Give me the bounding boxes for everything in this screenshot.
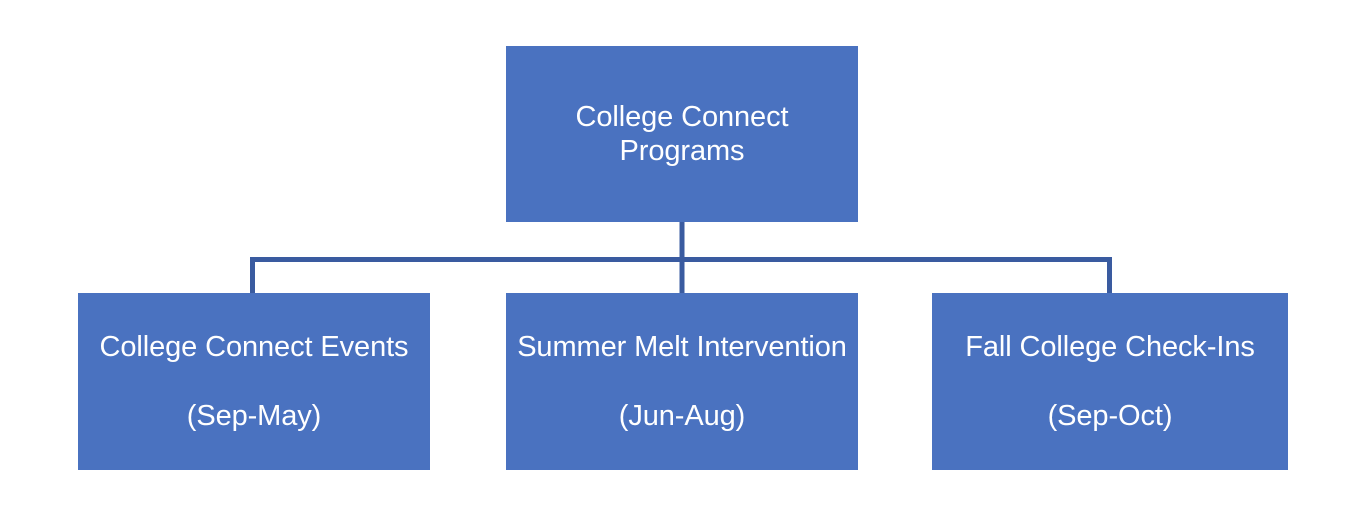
node-child-period: (Sep-May): [186, 399, 322, 432]
node-child-label: Fall College Check-Ins: [965, 331, 1255, 364]
node-summer-melt-intervention[interactable]: Summer Melt Intervention (Jun-Aug): [506, 293, 858, 470]
node-root-college-connect-programs[interactable]: College Connect Programs: [506, 46, 858, 222]
node-child-label: Summer Melt Intervention: [517, 331, 847, 364]
node-child-period: (Sep-Oct): [1047, 399, 1173, 432]
node-college-connect-events[interactable]: College Connect Events (Sep-May): [78, 293, 430, 470]
node-child-label: College Connect Events: [99, 331, 409, 364]
node-root-label: College Connect Programs: [575, 100, 789, 167]
node-child-period: (Jun-Aug): [618, 399, 746, 432]
node-fall-college-check-ins[interactable]: Fall College Check-Ins (Sep-Oct): [932, 293, 1288, 470]
